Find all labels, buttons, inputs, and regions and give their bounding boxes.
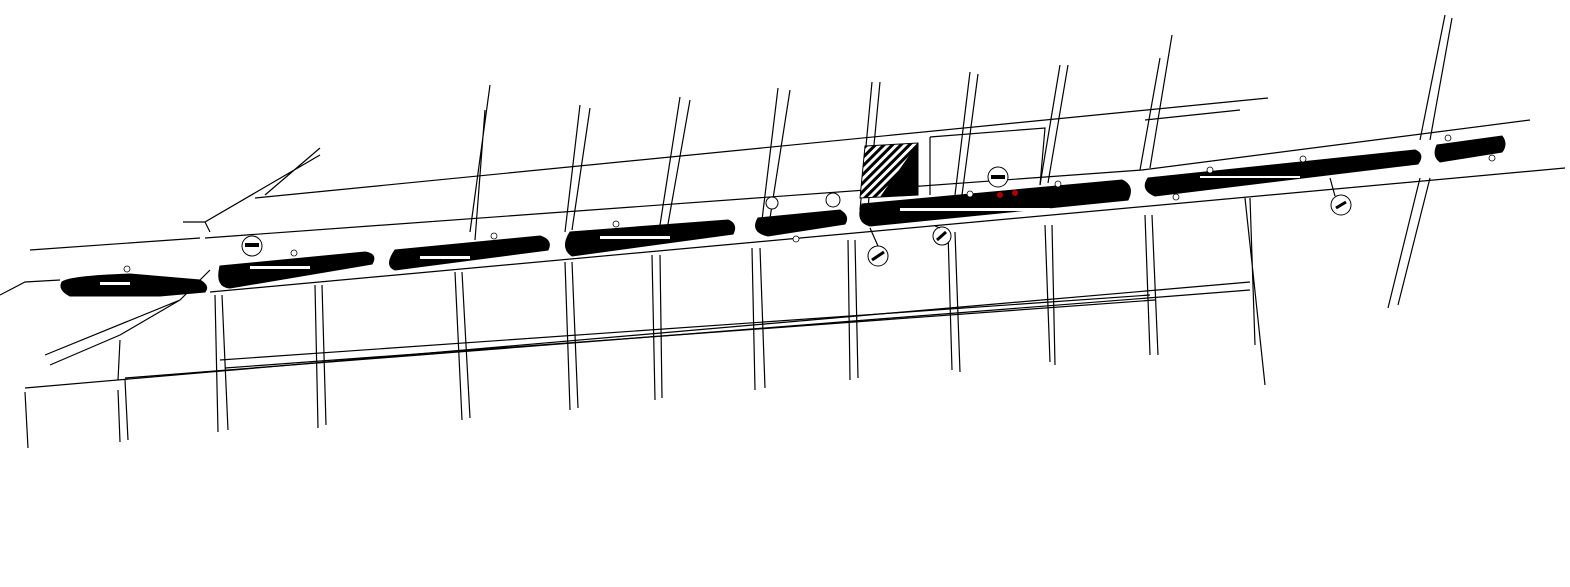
- callout-bubbles: [123, 134, 1496, 273]
- planting-strips: [60, 135, 1506, 297]
- planting-strip: [1434, 135, 1506, 163]
- planting-strip: [755, 209, 848, 237]
- road-network: [0, 14, 1566, 449]
- planting-strip: [60, 273, 208, 297]
- planting-strip: [859, 179, 1131, 227]
- planting-strip: [1144, 149, 1422, 197]
- hatched-block: [859, 142, 919, 199]
- planting-strip: [218, 251, 375, 289]
- planting-strip: [389, 235, 550, 271]
